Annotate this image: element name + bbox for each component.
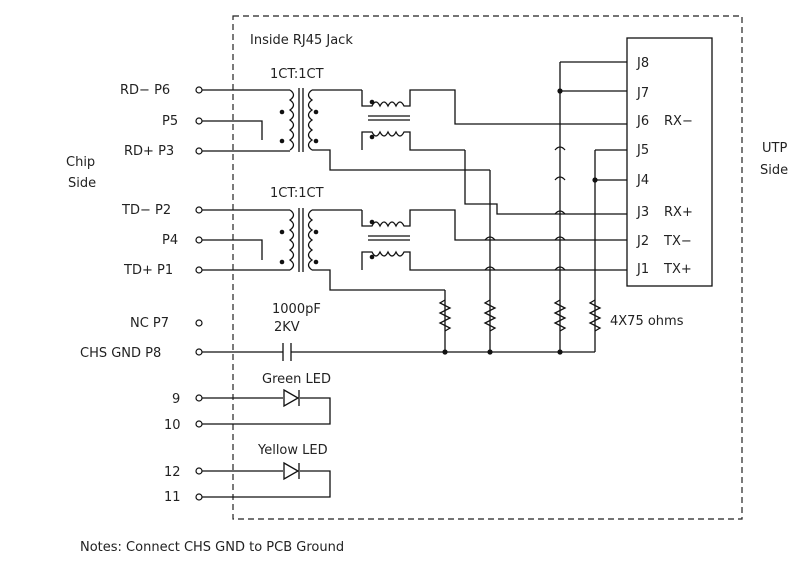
transformer-ratio-top: 1CT:1CT <box>270 67 324 82</box>
termination-resistors <box>438 299 602 332</box>
pin-label-9: 9 <box>172 392 180 407</box>
connector-pin: J2 <box>636 234 649 249</box>
pin-terminal <box>195 319 203 327</box>
connector-signal: RX+ <box>664 205 693 220</box>
connector-pin: J8 <box>636 56 649 71</box>
pin-terminal <box>195 206 203 214</box>
chassis-ground <box>202 343 595 361</box>
pin-terminal <box>195 467 203 475</box>
pin-terminal <box>195 493 203 501</box>
connector-pin: J4 <box>636 173 649 188</box>
connector-pin: J1 <box>636 262 649 277</box>
green-led-label: Green LED <box>262 372 331 387</box>
utp-side-label: UTP <box>762 141 787 156</box>
pin-terminal <box>195 117 203 125</box>
connector-signal: TX− <box>663 234 692 249</box>
pin-terminal <box>195 236 203 244</box>
connector-signal: TX+ <box>663 262 692 277</box>
connector-pin-labels: J8 J7 J6 RX− J5 J4 J3 RX+ J2 TX− J1 TX+ <box>636 56 693 277</box>
pin-label-chs-gnd: CHS GND P8 <box>80 346 161 361</box>
utp-side-label-2: Side <box>760 163 788 178</box>
pin-label-td-plus: TD+ P1 <box>123 263 173 278</box>
pin-label-11: 11 <box>164 490 181 505</box>
notes: Notes: Connect CHS GND to PCB Ground <box>80 540 344 555</box>
connector-pin: J3 <box>636 205 649 220</box>
yellow-led <box>202 461 331 498</box>
pin-terminal <box>195 348 203 356</box>
utp-connector <box>626 37 713 287</box>
capacitor-value: 1000pF <box>272 302 321 317</box>
green-led <box>202 388 331 425</box>
connector-pin: J6 <box>636 114 649 129</box>
transformer-td <box>202 208 627 291</box>
pin-label-rd-plus: RD+ P3 <box>124 144 174 159</box>
connector-pin: J5 <box>636 143 649 158</box>
pin-label-12: 12 <box>164 465 181 480</box>
chip-pins <box>195 86 203 501</box>
connector-signal: RX− <box>664 114 693 129</box>
pin-label-rd-minus: RD− P6 <box>120 83 170 98</box>
pin-label-nc: NC P7 <box>130 316 169 331</box>
pin-terminal <box>195 86 203 94</box>
connector-pin: J7 <box>636 86 649 101</box>
pin-label-td-minus: TD− P2 <box>121 203 171 218</box>
pin-terminal <box>195 147 203 155</box>
pin-label-10: 10 <box>164 418 181 433</box>
pin-label-p5: P5 <box>162 114 178 129</box>
capacitor-voltage: 2KV <box>274 320 300 335</box>
chip-side-label-2: Side <box>68 176 96 191</box>
jack-boundary <box>232 15 743 520</box>
pin-terminal <box>195 420 203 428</box>
pin-terminal <box>195 266 203 274</box>
jack-title: Inside RJ45 Jack <box>250 33 353 48</box>
pin-label-p4: P4 <box>162 233 178 248</box>
transformer-rd <box>202 88 560 171</box>
transformer-ratio-bottom: 1CT:1CT <box>270 186 324 201</box>
chip-side-label: Chip <box>66 155 95 170</box>
yellow-led-label: Yellow LED <box>257 443 328 458</box>
pin-terminal <box>195 394 203 402</box>
resistor-label: 4X75 ohms <box>610 314 684 329</box>
